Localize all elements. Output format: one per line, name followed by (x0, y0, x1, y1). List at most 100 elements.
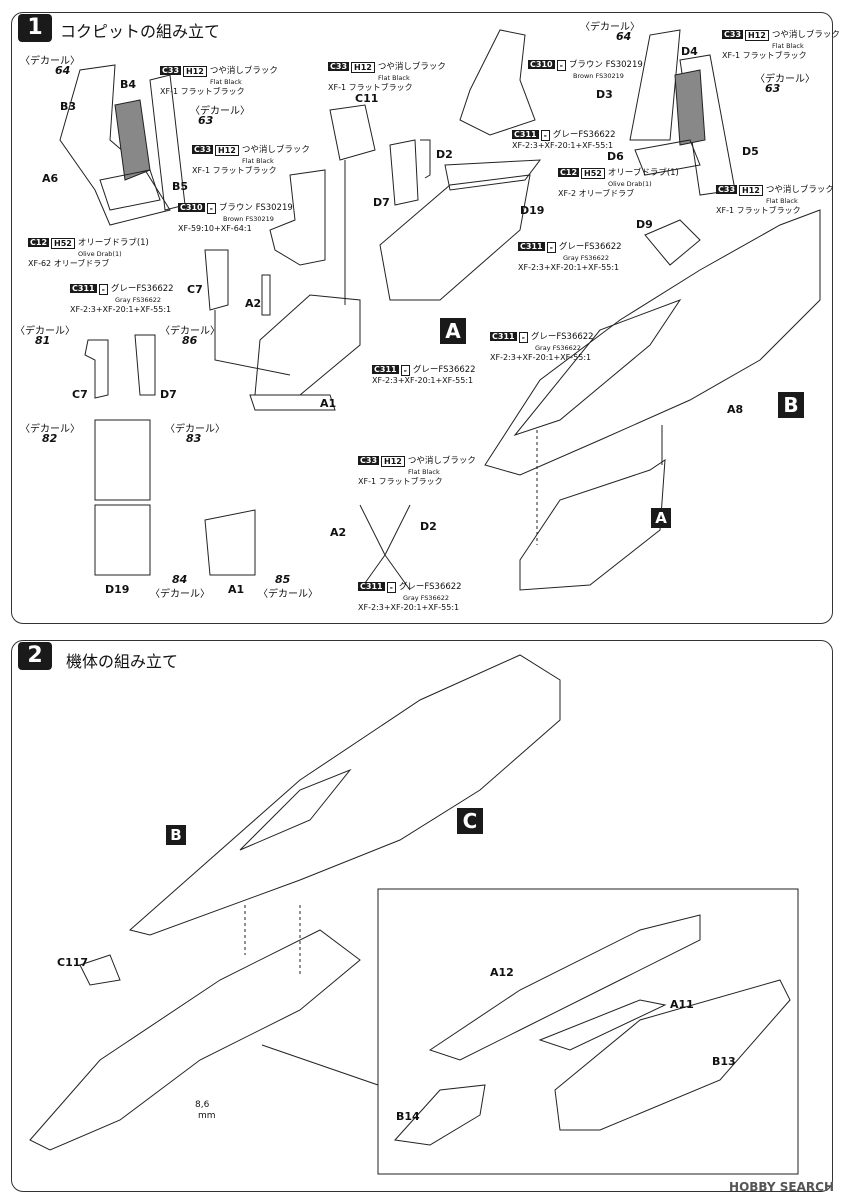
paint-jp: つや消しブラック (765, 185, 834, 195)
subassembly-b-step1: B (778, 392, 804, 418)
paint-jp: グレーFS36622 (412, 365, 476, 375)
part-label-d19: D19 (520, 204, 545, 217)
step1-title: コクピットの組み立て (60, 22, 221, 41)
paint-code2: H12 (745, 30, 769, 41)
paint-en: Flat Black (242, 157, 274, 165)
paint-en: Brown FS30219 (223, 215, 274, 223)
decal-label-83: 〈デカール〉 (165, 424, 225, 435)
paint-code2: H12 (215, 145, 239, 156)
paint-xf: XF-2:3+XF-20:1+XF-55:1 (358, 603, 460, 612)
paint-jp: グレーFS36622 (552, 130, 616, 140)
paint-en: Flat Black (378, 74, 410, 82)
paint-jp: つや消しブラック (407, 456, 476, 466)
paint-callout-gray-2: C311-グレーFS36622 Gray FS36622 XF-2:3+XF-2… (518, 242, 622, 272)
subassembly-a-step1: A (440, 318, 466, 344)
paint-callout-brown-2: C310-ブラウン FS30219 Brown FS30219 (528, 60, 643, 81)
paint-en: Flat Black (210, 78, 242, 86)
decal-label-86: 〈デカール〉 (160, 326, 220, 337)
subassembly-a-lower: A (651, 508, 671, 528)
paint-en: Flat Black (766, 197, 798, 205)
part-label-a12: A12 (490, 966, 514, 979)
paint-xf: XF-1 フラットブラック (160, 87, 245, 96)
paint-xf: XF-1 フラットブラック (328, 83, 413, 92)
paint-code: C33 (192, 145, 214, 154)
paint-xf: XF-59:10+XF-64:1 (178, 224, 252, 233)
paint-code2: H12 (381, 456, 405, 467)
paint-code: C311 (70, 284, 97, 293)
paint-jp: オリーブドラブ(1) (77, 238, 149, 248)
part-label-c11: C11 (355, 92, 379, 105)
paint-callout-gray-5: C311-グレーFS36622 Gray FS36622 XF-2:3+XF-2… (490, 332, 594, 362)
paint-code2: - (98, 284, 108, 295)
paint-code2: H12 (183, 66, 207, 77)
paint-code: C311 (518, 242, 545, 251)
part-label-c7: C7 (187, 283, 203, 296)
decal-label-64a: 〈デカール〉 (20, 56, 80, 67)
decal-number-81: 81 (35, 334, 51, 347)
paint-en: Gray FS36622 (403, 594, 450, 602)
paint-xf: XF-1 フラットブラック (722, 51, 807, 60)
paint-code2: H12 (351, 62, 375, 73)
part-label-a6: A6 (42, 172, 59, 185)
decal-number-63a: 63 (198, 114, 214, 127)
part-label-a11: A11 (670, 998, 694, 1011)
paint-jp: グレーFS36622 (558, 242, 622, 252)
paint-xf: XF-2 オリーブドラブ (558, 189, 635, 198)
paint-code2: H52 (51, 238, 75, 249)
decal-number-84: 84 (172, 573, 188, 586)
paint-en: Olive Drab(1) (608, 180, 652, 188)
part-label-a1: A1 (320, 397, 337, 410)
paint-jp: グレーFS36622 (530, 332, 594, 342)
paint-code: C311 (490, 332, 517, 341)
paint-callout-gray-3: C311-グレーFS36622 Gray FS36622 XF-2:3+XF-2… (70, 284, 174, 314)
part-label-d2-small: D2 (420, 520, 437, 533)
part-label-d4: D4 (681, 45, 698, 58)
paint-en: Gray FS36622 (115, 296, 162, 304)
decal-label-84: 〈デカール〉 (150, 589, 210, 600)
paint-code: C311 (358, 582, 385, 591)
part-label-b14: B14 (396, 1110, 420, 1123)
paint-en: Flat Black (772, 42, 804, 50)
paint-code2: - (540, 130, 550, 141)
decal-label-63b: 〈デカール〉 (755, 74, 815, 85)
paint-xf: XF-62 オリーブドラブ (28, 259, 110, 268)
paint-xf: XF-2:3+XF-20:1+XF-55:1 (70, 305, 172, 314)
paint-code: C33 (358, 456, 380, 465)
paint-code2: - (546, 242, 556, 253)
paint-xf: XF-2:3+XF-20:1+XF-55:1 (512, 141, 614, 150)
part-label-a8: A8 (727, 403, 744, 416)
paint-code: C310 (528, 60, 555, 69)
part-label-d19-small: D19 (105, 583, 130, 596)
step2-title: 機体の組み立て (66, 652, 179, 671)
paint-en: Olive Drab(1) (78, 250, 122, 258)
decal-label-82: 〈デカール〉 (20, 424, 80, 435)
paint-xf: XF-2:3+XF-20:1+XF-55:1 (372, 376, 474, 385)
part-label-b5: B5 (172, 180, 189, 193)
part-label-c117: C117 (57, 956, 89, 969)
paint-xf: XF-1 フラットブラック (716, 206, 801, 215)
decal-label-81: 〈デカール〉 (15, 326, 75, 337)
paint-jp: グレーFS36622 (110, 284, 174, 294)
paint-code: C311 (372, 365, 399, 374)
paint-code2: - (518, 332, 528, 343)
paint-xf: XF-2:3+XF-20:1+XF-55:1 (518, 263, 620, 272)
part-label-b3: B3 (60, 100, 77, 113)
measure-unit: mm (198, 1111, 216, 1121)
part-label-d6: D6 (607, 150, 624, 163)
paint-jp: ブラウン FS30219 (218, 203, 293, 213)
paint-jp: つや消しブラック (241, 145, 310, 155)
part-label-d7: D7 (373, 196, 390, 209)
paint-code: C33 (722, 30, 744, 39)
part-label-c7-small: C7 (72, 388, 88, 401)
measure-value: 8,6 (195, 1100, 210, 1110)
paint-jp: つや消しブラック (771, 30, 840, 40)
paint-jp: つや消しブラック (209, 66, 278, 76)
paint-xf: XF-1 フラットブラック (192, 166, 277, 175)
